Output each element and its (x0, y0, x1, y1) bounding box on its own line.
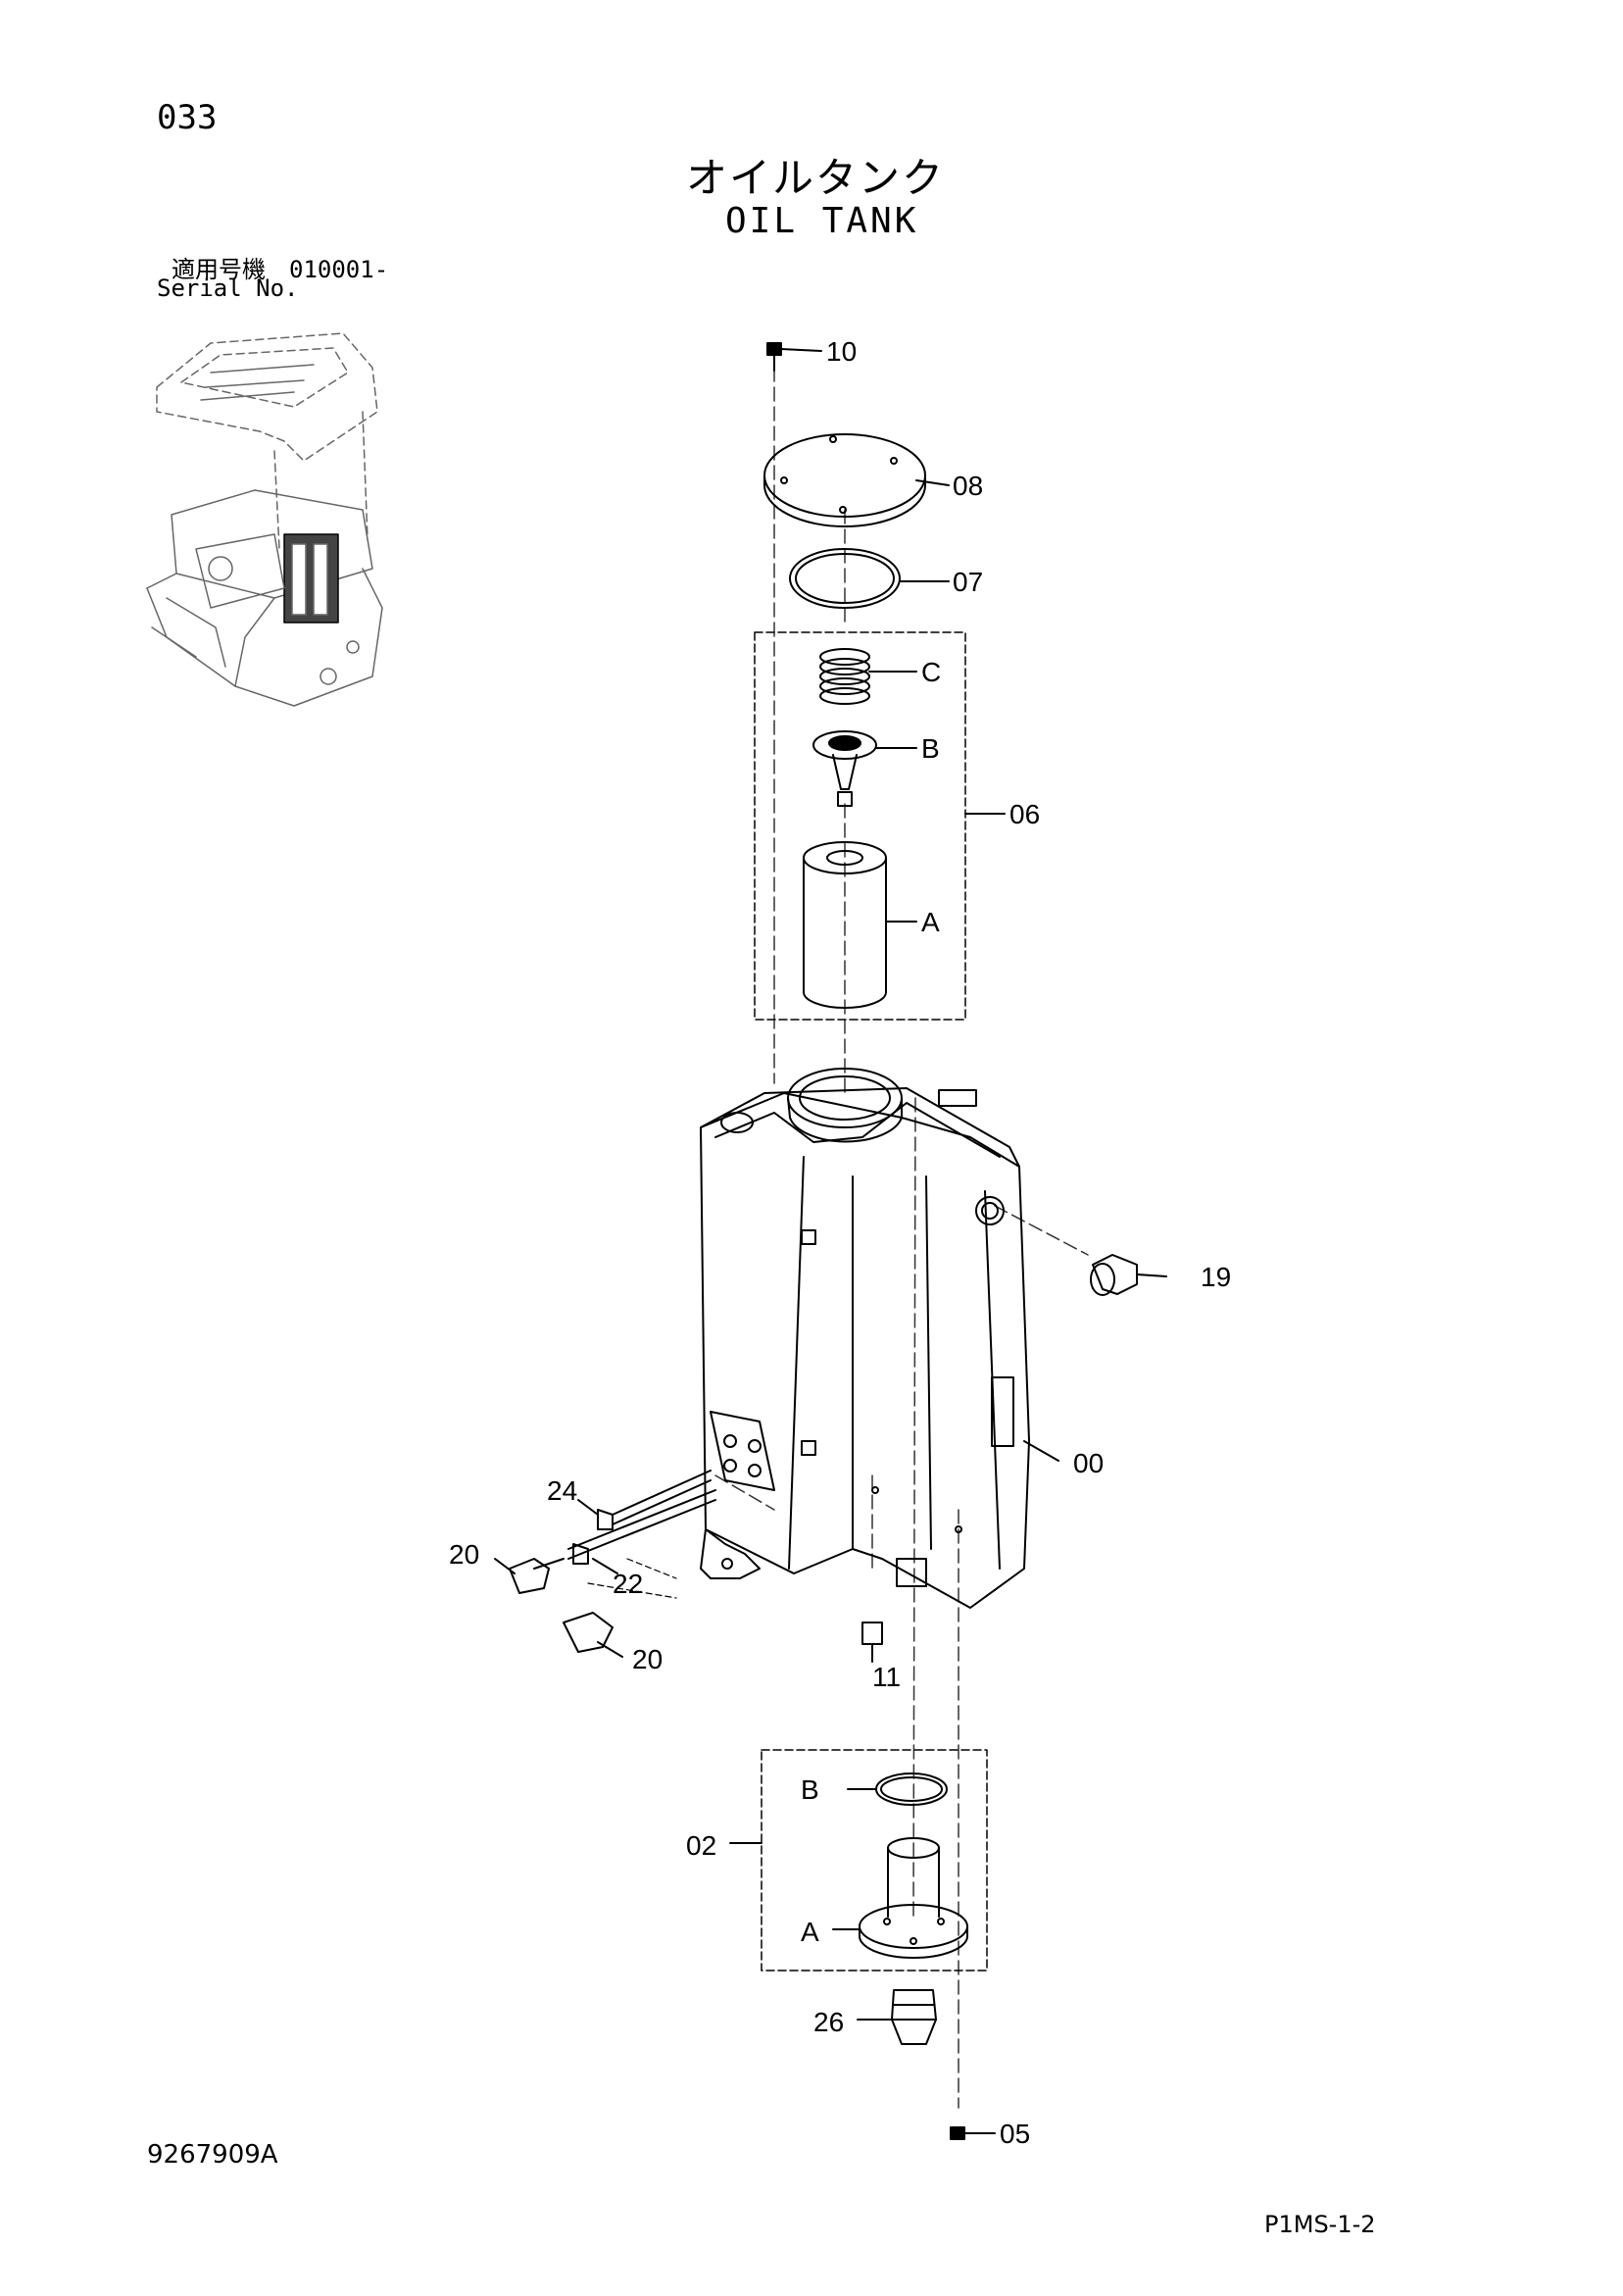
serial-number-label: Serial No. (157, 275, 299, 302)
fittings-left-icon (494, 1470, 716, 1658)
o-ring-02b-icon (847, 1772, 948, 1806)
callout-06-c: C (921, 657, 941, 687)
document-code: 9267909A (147, 2140, 278, 2170)
bolt-05-icon (950, 2126, 996, 2140)
assembly-06-box (754, 631, 966, 1021)
page-number: 033 (157, 98, 218, 137)
page-title-english: OIL TANK (725, 201, 919, 241)
cover-plate-08-icon (763, 433, 950, 527)
valve-06b-icon (812, 730, 917, 807)
spring-06c-icon (819, 648, 917, 705)
callout-10: 10 (826, 336, 857, 367)
callout-02: 02 (686, 1830, 716, 1861)
page-code: P1MS-1-2 (1264, 2211, 1376, 2238)
callout-06-a: A (921, 907, 940, 937)
callout-05: 05 (1000, 2119, 1030, 2149)
plug-11-icon (861, 1622, 883, 1663)
flange-02a-icon (832, 1837, 968, 1959)
callout-20-lower: 20 (632, 1644, 663, 1674)
filter-element-06a-icon (803, 841, 917, 1009)
o-ring-07-icon (789, 548, 950, 609)
machine-location-thumbnail (146, 332, 383, 707)
callout-19: 19 (1201, 1262, 1231, 1292)
elbow-fitting-19-icon (1090, 1254, 1167, 1296)
callout-08: 08 (953, 471, 983, 501)
callout-00: 00 (1073, 1448, 1104, 1478)
page-title-japanese: オイルタンク (686, 154, 946, 202)
callout-07: 07 (953, 567, 983, 597)
bolt-10-icon (766, 342, 822, 372)
callout-22: 22 (613, 1569, 643, 1599)
callout-02-a: A (801, 1917, 819, 1947)
callout-26: 26 (813, 2007, 844, 2037)
callout-06-b: B (921, 733, 940, 764)
callout-02-b: B (801, 1774, 819, 1805)
callout-11: 11 (872, 1662, 901, 1692)
fitting-26-icon (857, 1989, 937, 2045)
oil-tank-body-00-icon (700, 1068, 1059, 1609)
serial-range-label: 適用号機 010001- (172, 256, 389, 283)
assembly-02-box (761, 1749, 988, 1972)
callout-24: 24 (547, 1475, 577, 1506)
callout-06: 06 (1009, 799, 1040, 829)
callout-20-upper: 20 (449, 1539, 479, 1570)
